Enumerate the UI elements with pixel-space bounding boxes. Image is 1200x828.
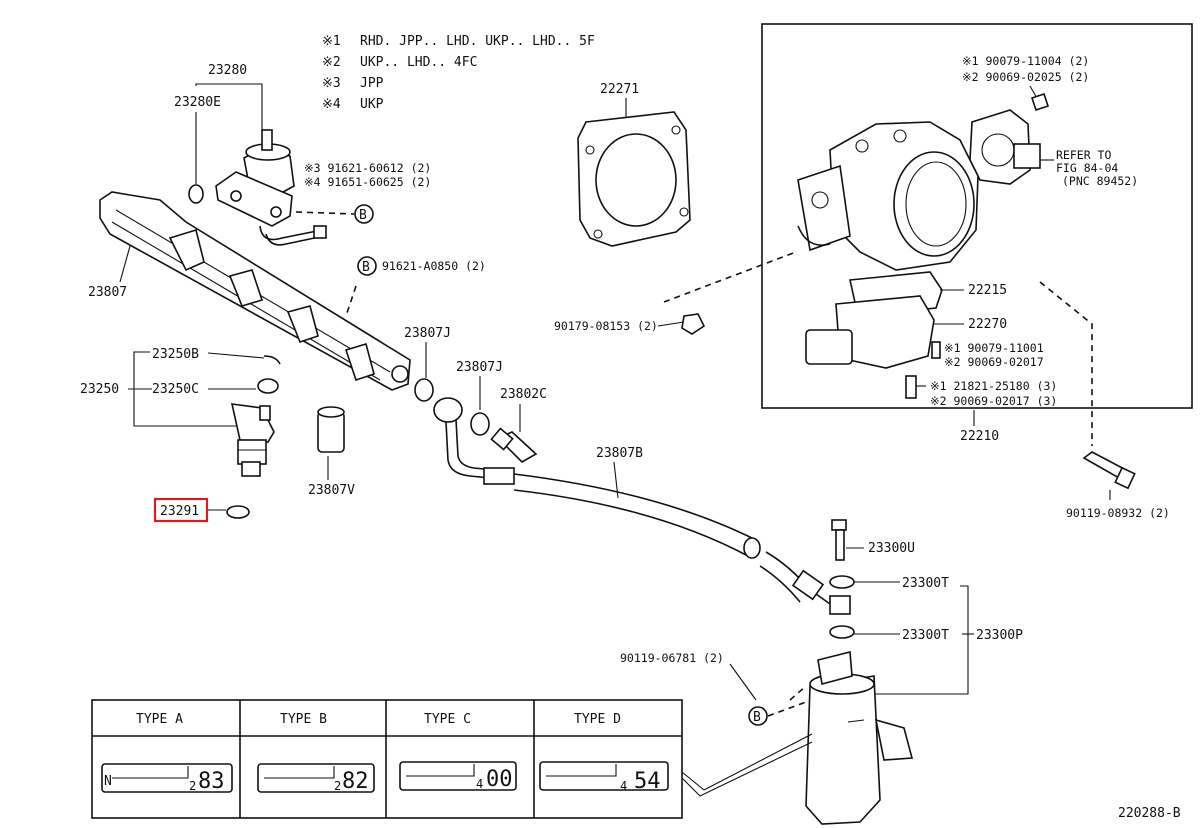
leader-23280 [195,83,263,132]
o-ring-23280E [188,184,204,204]
label-refer-to: REFER TO [1056,148,1111,162]
type-a-big: 83 [198,769,225,794]
callout-b-2 [357,256,377,276]
injector-23250: 23250B 23250 23250C 23291 [80,347,281,523]
injector-cushion [257,378,279,394]
note-3-text: JPP [360,76,384,91]
fuel-filter-23300P: 23300U 23300T 23300T 23300P 90119-06781 … [620,519,1023,825]
label-90119-06781: 90119-06781 (2) [620,651,724,665]
label-90069-02025: ※2 90069-02025 (2) [962,70,1089,84]
label-90079-11001: ※1 90079-11001 [944,341,1044,355]
label-23300P: 23300P [976,628,1023,643]
type-b-big: 82 [342,769,369,794]
type-b-small: 2 [334,779,341,793]
label-fig-84-04: FIG 84-04 [1056,161,1118,175]
label-23300T-2: 23300T [902,628,949,643]
label-22271: 22271 [600,82,639,97]
fuel-filter-body [805,675,881,825]
note-2: ※2 [322,55,341,70]
label-23807J-2: 23807J [456,360,503,375]
label-90179-08153: 90179-08153 (2) [554,319,658,333]
label-90119-08932: 90119-08932 (2) [1066,506,1170,520]
label-23250B: 23250B [152,347,199,362]
type-a-prefix: N [104,774,112,789]
label-91651-60625: ※4 91651-60625 (2) [304,175,431,189]
note-1-text: RHD. JPP.. LHD. UKP.. LHD.. 5F [360,34,595,49]
note-2-text: UKP.. LHD.. 4FC [360,55,477,70]
label-23807B: 23807B [596,446,643,461]
label-23802C: 23802C [500,387,547,402]
type-c-small: 4 [476,777,483,791]
label-21821-25180: ※1 21821-25180 (3) [930,379,1057,393]
notes-legend: ※1 RHD. JPP.. LHD. UKP.. LHD.. 5F ※2 UKP… [322,34,595,112]
bolt-90119-08932: 90119-08932 (2) [1066,451,1170,520]
throttle-body-22210: ※1 90079-11004 (2) ※2 90069-02025 (2) RE… [663,23,1193,446]
label-23250C: 23250C [152,382,199,397]
bolt-90179: 90179-08153 (2) [554,313,706,335]
type-d-header: TYPE D [574,712,621,727]
label-91621-60612: ※3 91621-60612 (2) [304,161,431,175]
type-d-small: 4 [620,779,627,793]
label-22210: 22210 [960,429,999,444]
label-23280E: 23280E [174,95,221,110]
pressure-regulator-23280: 23280 23280E ※3 91621-60612 (2) ※4 91651… [174,63,431,246]
label-23807V: 23807V [308,483,355,498]
type-c-big: 00 [486,767,513,792]
label-90069-02017-bot: ※2 90069-02017 (3) [930,394,1057,408]
label-23807J-1: 23807J [404,326,451,341]
highlight-23291 [153,497,209,523]
label-23280: 23280 [208,63,247,78]
fuel-hose-group: 23807J 23807J 23802C 23807B [404,326,831,605]
callout-b-1 [354,204,374,224]
label-pnc-89452: (PNC 89452) [1062,174,1138,188]
label-22215: 22215 [968,283,1007,298]
type-c-header: TYPE C [424,712,471,727]
label-22270: 22270 [968,317,1007,332]
callout-b-3-letter: B [753,710,761,725]
callout-b-2-letter: B [362,260,370,275]
label-23300U: 23300U [868,541,915,556]
note-1: ※1 [322,34,341,49]
label-90079-11004: ※1 90079-11004 (2) [962,54,1089,68]
note-3: ※3 [322,76,341,91]
note-4-text: UKP [360,97,384,112]
callout-b-1-letter: B [359,208,367,223]
delivery-pipe-23807: 23807 B 91621-A0850 (2) [88,191,486,391]
part-23807V: 23807V [308,406,355,498]
label-23300T-1: 23300T [902,576,949,591]
o-ring-23291 [226,505,250,519]
label-23807: 23807 [88,285,127,300]
label-91621-A0850: 91621-A0850 (2) [382,259,486,273]
label-90069-02017-mid: ※2 90069-02017 [944,355,1044,369]
type-b-header: TYPE B [280,712,327,727]
type-table: TYPE A TYPE B TYPE C TYPE D N 2 83 2 82 … [91,699,813,819]
gasket-22271: 22271 [577,82,691,247]
label-23250: 23250 [80,382,119,397]
callout-b-3 [748,706,768,726]
label-23291[interactable]: 23291 [160,504,199,519]
type-a-header: TYPE A [136,712,183,727]
note-4: ※4 [322,97,341,112]
type-d-big: 54 [634,769,661,794]
figure-id: 220288-B [1118,806,1181,821]
throttle-body-frame [761,23,1193,409]
type-a-small: 2 [189,779,196,793]
